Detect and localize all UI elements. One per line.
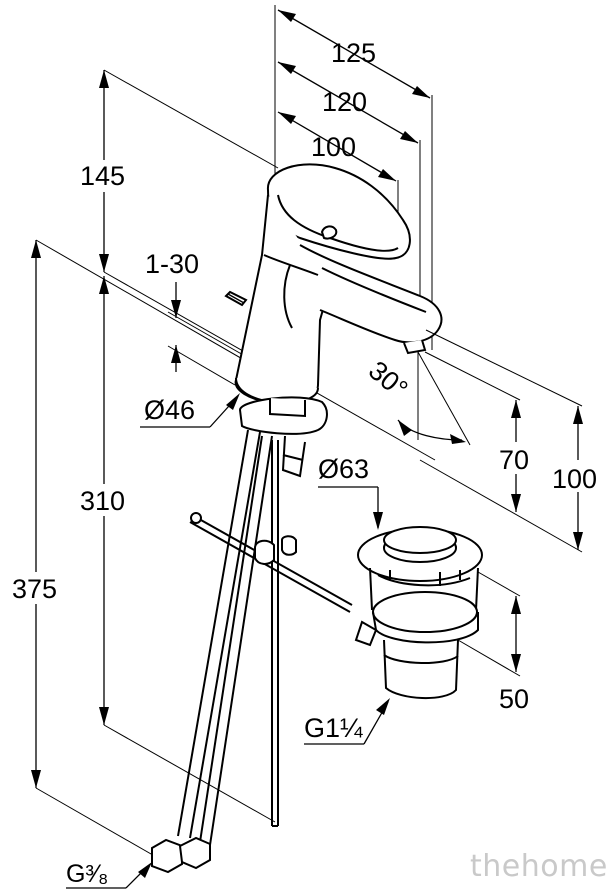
dim-70-label: 70 <box>499 445 529 475</box>
dim-100-top-label: 100 <box>311 132 356 162</box>
dim-375-label: 375 <box>12 574 57 604</box>
dim-145-label: 145 <box>80 161 125 191</box>
g3-8-label: G³⁄₈ <box>66 860 108 888</box>
dimension-drain: Ø63 50 <box>318 454 529 714</box>
dim-100-right-label: 100 <box>552 464 597 494</box>
dim-63-label: Ø63 <box>318 454 369 484</box>
dim-125-label: 125 <box>331 38 376 68</box>
dim-1-30-label: 1-30 <box>145 249 199 279</box>
faucet-body <box>151 163 443 874</box>
drain-waste <box>354 526 483 700</box>
dim-46-label: Ø46 <box>144 395 195 425</box>
spout-angle: 30° <box>363 351 471 446</box>
dimension-spout-height: 70 100 <box>419 329 608 553</box>
thread-g3-8: G³⁄₈ <box>66 860 152 889</box>
dim-50-label: 50 <box>499 684 529 714</box>
dim-310-label: 310 <box>80 486 125 516</box>
watermark-text: thehome <box>470 849 608 884</box>
dim-30deg-label: 30° <box>363 355 414 404</box>
dimension-diameter-46: Ø46 <box>140 393 240 428</box>
dimension-height-group: 145 310 375 <box>10 69 436 863</box>
thread-g1-quarter: G1¼ <box>304 698 390 745</box>
dimension-deck-thickness: 1-30 <box>145 249 246 386</box>
g1-14-label: G1¼ <box>304 713 363 743</box>
dimension-width-group: 125 120 100 <box>274 5 433 360</box>
dim-120-label: 120 <box>322 87 367 117</box>
